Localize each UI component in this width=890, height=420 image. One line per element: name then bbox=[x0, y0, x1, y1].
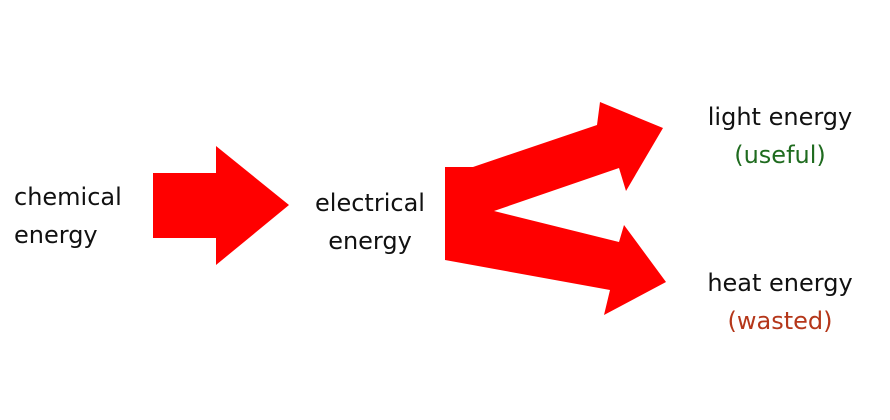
node-heat-energy: heat energy (wasted) bbox=[690, 264, 870, 340]
node-chemical-line1: chemical bbox=[14, 183, 122, 211]
arrow-chemical-to-electrical bbox=[153, 146, 289, 265]
node-light-line1: light energy bbox=[707, 103, 853, 131]
node-chemical-energy: chemical energy bbox=[14, 178, 122, 254]
node-heat-line1: heat energy bbox=[707, 269, 853, 297]
node-heat-wasted-note: (wasted) bbox=[727, 307, 833, 335]
node-chemical-line2: energy bbox=[14, 221, 98, 249]
node-light-useful-note: (useful) bbox=[734, 141, 826, 169]
node-electrical-energy: electrical energy bbox=[300, 184, 440, 260]
node-electrical-line2: energy bbox=[328, 227, 412, 255]
node-electrical-line1: electrical bbox=[315, 189, 425, 217]
node-light-energy: light energy (useful) bbox=[690, 98, 870, 174]
arrow-electrical-to-light-and-heat bbox=[445, 102, 666, 315]
